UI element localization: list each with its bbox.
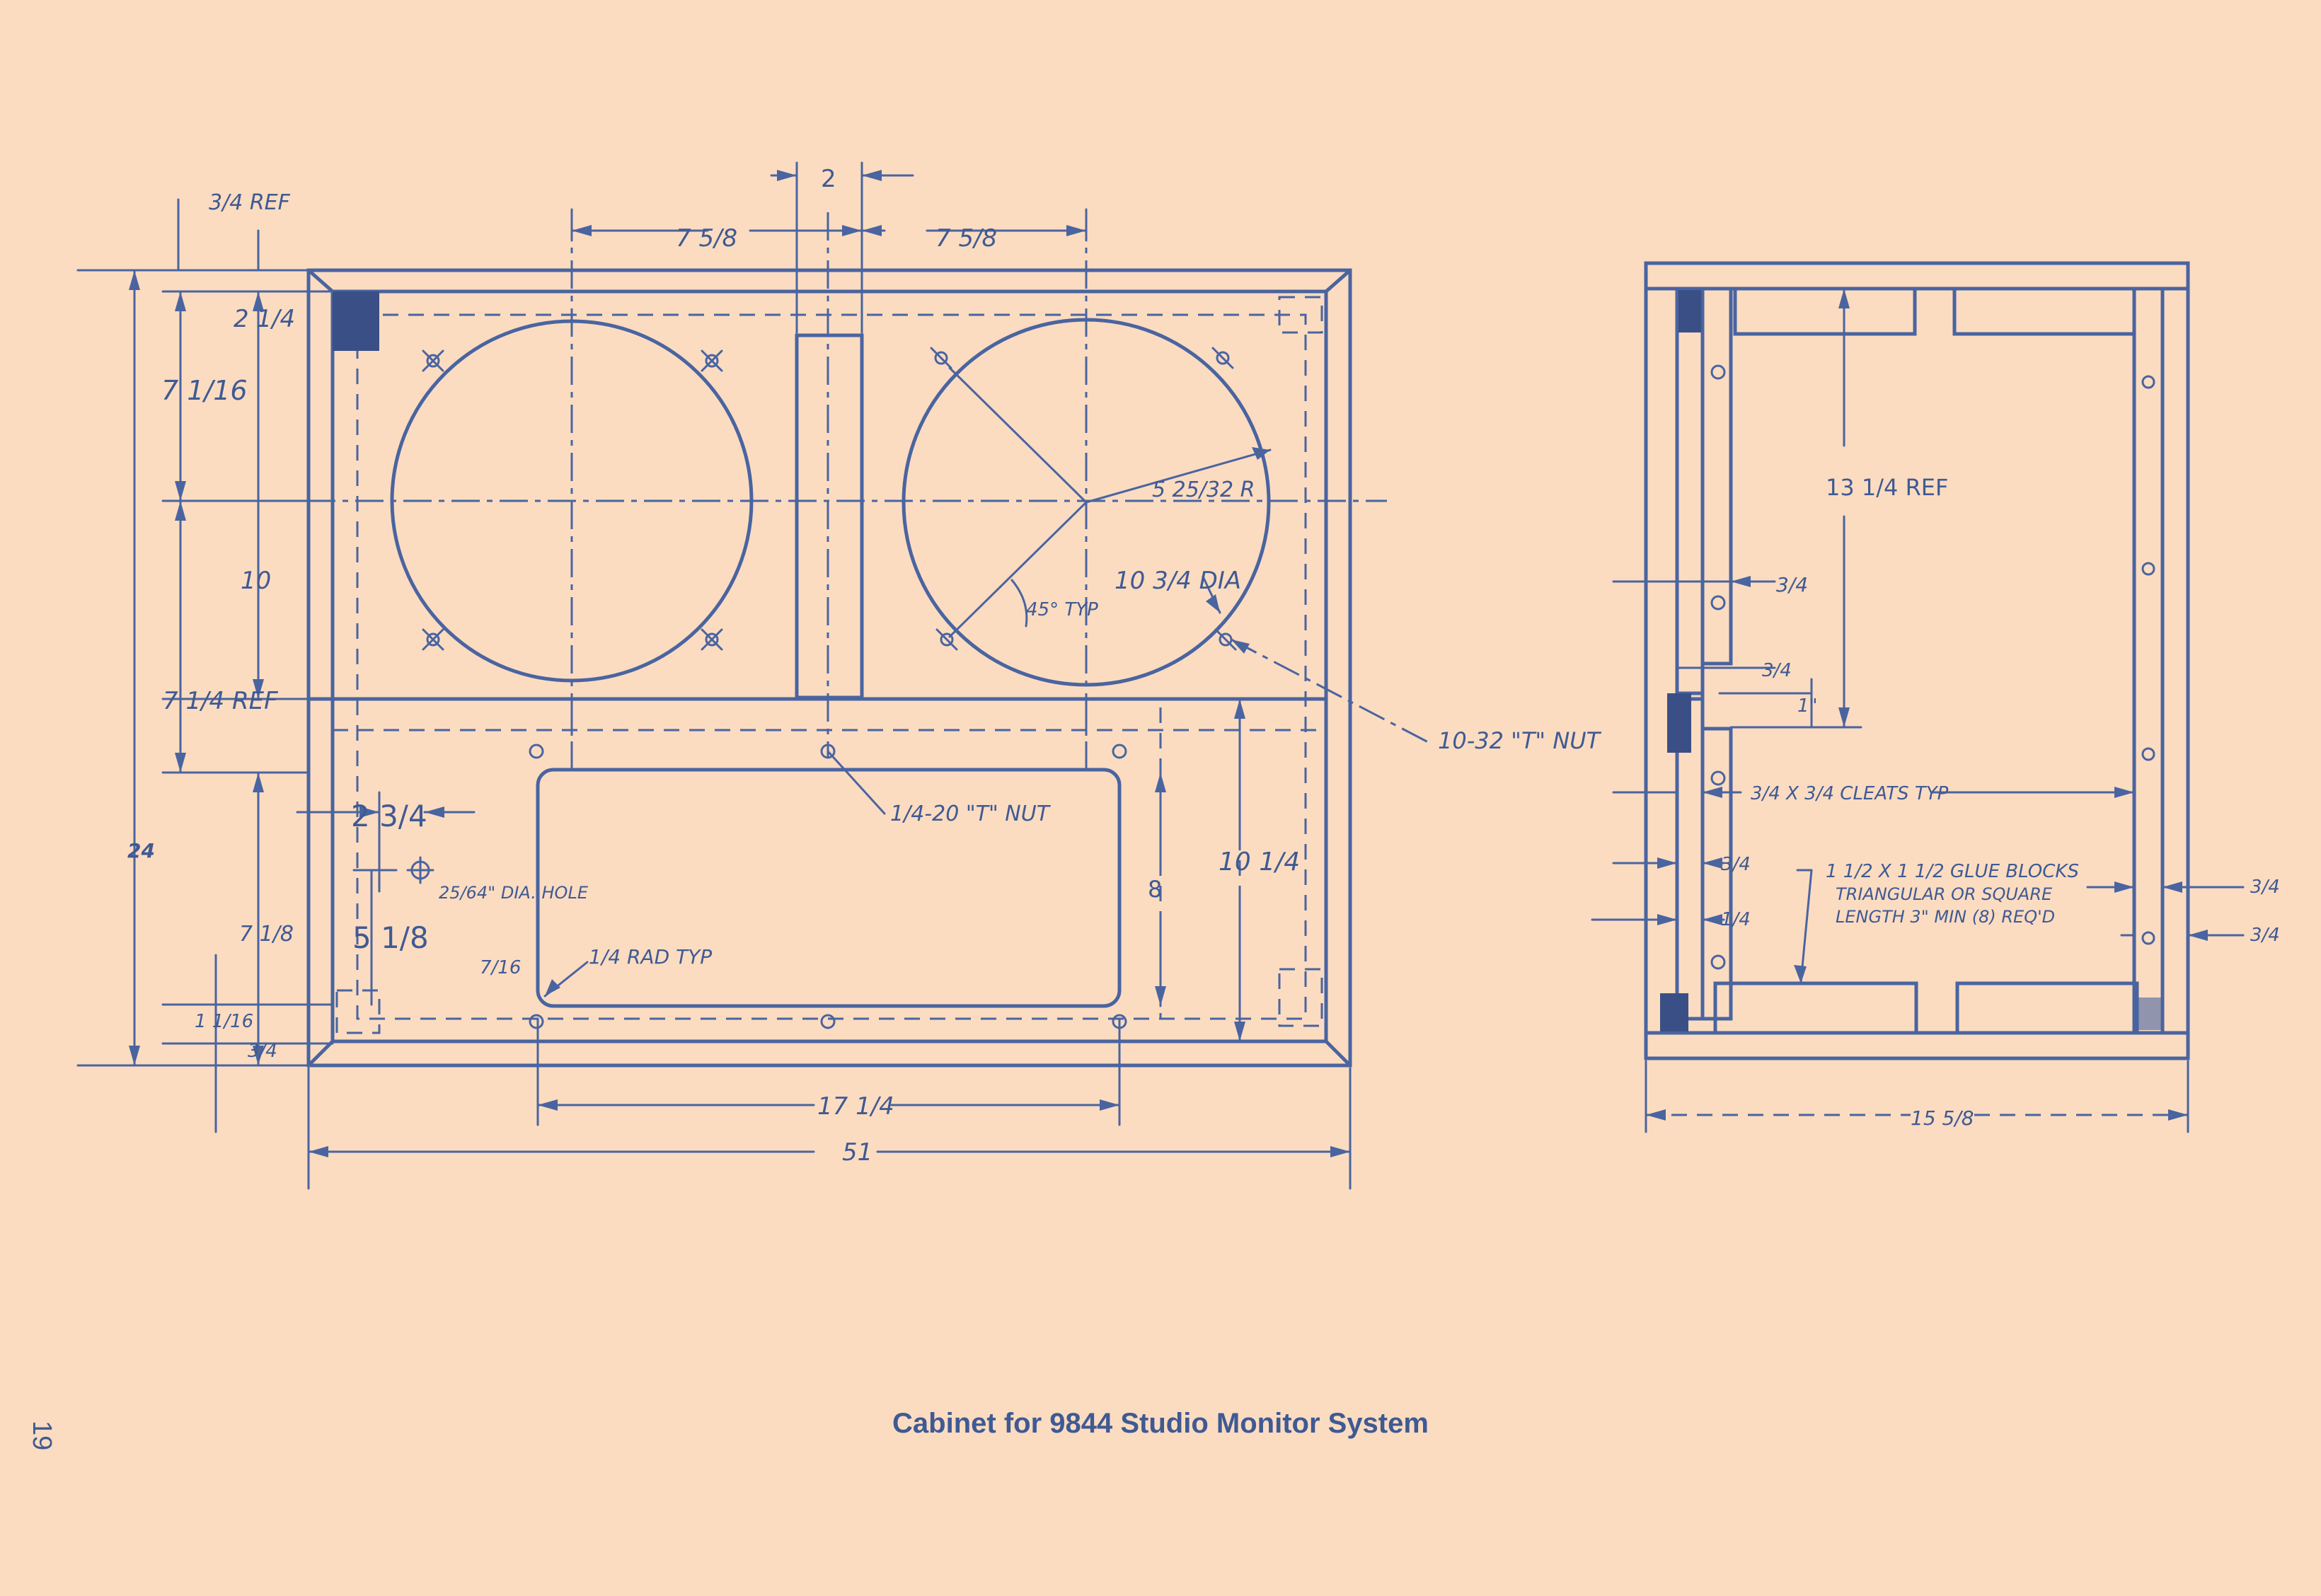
dim-total-height: 24	[127, 839, 155, 862]
dim-upper: 7 1/16	[161, 375, 248, 406]
dim-top-margin: 2 1/4	[234, 305, 295, 333]
side-note-cleats: 3/4 X 3/4 CLEATS TYP	[1751, 783, 1949, 804]
bottom-cleat-right	[1955, 981, 2139, 1035]
dim-ref-top: 3/4 REF	[209, 190, 291, 215]
baffle-upper	[1675, 287, 1705, 701]
dim-panel-width: 17 1/4	[817, 1092, 894, 1121]
dim-bottom-edge: 3/4	[248, 1041, 277, 1062]
baffle-lower-cleat	[1700, 727, 1733, 1021]
front-dimension-lines	[76, 161, 1352, 1190]
note-radius: 5 25/32 R	[1152, 478, 1255, 502]
dim-right-section: 10 1/4	[1219, 848, 1300, 877]
panel-mount-holes	[406, 744, 1127, 1029]
side-note-glue-2: TRIANGULAR OR SQUARE	[1836, 884, 2053, 904]
back-panel-cleat	[2132, 287, 2165, 1035]
dim-panel-height: 8	[1148, 876, 1162, 903]
dim-center-gap: 2	[821, 165, 836, 193]
side-dim-d: 3/4	[1721, 854, 1751, 875]
side-note-glue-1: 1 1/2 X 1 1/2 GLUE BLOCKS	[1826, 861, 2079, 882]
dim-port-offset: 7/16	[480, 957, 521, 978]
top-cleat-right	[1952, 287, 2136, 336]
side-outer-frame	[1644, 261, 2190, 1060]
side-dim-b: 3/4	[1762, 660, 1792, 681]
side-dim-c: 1"	[1797, 695, 1818, 717]
speaker-mount-holes	[422, 347, 1237, 651]
baffle-upper-cleat	[1700, 287, 1733, 666]
page-number: 19	[27, 1421, 57, 1451]
side-arrowheads	[1646, 289, 2208, 1121]
dim-right-offset: 7 5/8	[935, 224, 997, 253]
bottom-cleat-left	[1713, 981, 1918, 1035]
dim-bottom-section: 7 1/8	[239, 922, 294, 947]
side-dim-a: 3/4	[1776, 573, 1808, 596]
note-hole: 25/64" DIA. HOLE	[439, 883, 589, 903]
figure-caption: Cabinet for 9844 Studio Monitor System	[892, 1408, 1429, 1439]
front-outer-frame	[306, 268, 1352, 1068]
side-note-glue-3: LENGTH 3" MIN (8) REQ'D	[1836, 907, 2055, 927]
side-dim-depth: 15 5/8	[1911, 1106, 1974, 1130]
dim-left-offset: 7 5/8	[676, 224, 737, 253]
terminal-panel-cutout	[536, 768, 1122, 1008]
center-port-slot	[795, 333, 864, 700]
dim-small-bottom: 1 1/16	[195, 1011, 253, 1032]
top-cleat-left	[1733, 287, 1917, 336]
front-arrowheads	[129, 170, 1350, 1157]
note-rad-typ: 1/4 RAD TYP	[589, 945, 712, 968]
dim-total-width: 51	[842, 1138, 872, 1167]
dim-lower-ref: 7 1/4 REF	[163, 687, 278, 715]
dim-left-port: 2 3/4	[351, 799, 427, 833]
front-labels: 3/4 REF 2 7 5/8 7 5/8 2 1/4 7 1/16 10 7 …	[127, 165, 1602, 1167]
front-inner-frame	[330, 289, 1328, 1043]
dim-port-drop: 5 1/8	[352, 920, 429, 955]
front-baffle-outline	[356, 313, 1307, 1020]
side-labels: 13 1/4 REF 3/4 3/4 1" 3/4 X 3/4 CLEATS T…	[1721, 474, 2280, 1130]
side-dim-ref: 13 1/4 REF	[1826, 474, 1948, 501]
note-tnut-1420: 1/4-20 "T" NUT	[890, 802, 1052, 826]
side-dim-right-2: 3/4	[2250, 925, 2280, 946]
side-screws	[1710, 364, 2155, 970]
side-dim-e: 1/4	[1721, 909, 1751, 930]
dim-mid: 10	[241, 567, 271, 595]
side-dim-right-1: 3/4	[2250, 877, 2280, 898]
note-diameter: 10 3/4 DIA	[1115, 567, 1241, 595]
corner-block	[333, 291, 379, 351]
side-view	[1591, 261, 2245, 1133]
front-view	[163, 212, 1430, 1068]
note-tnut-1032: 10-32 "T" NUT	[1438, 727, 1602, 754]
note-angle: 45° TYP	[1026, 599, 1098, 620]
